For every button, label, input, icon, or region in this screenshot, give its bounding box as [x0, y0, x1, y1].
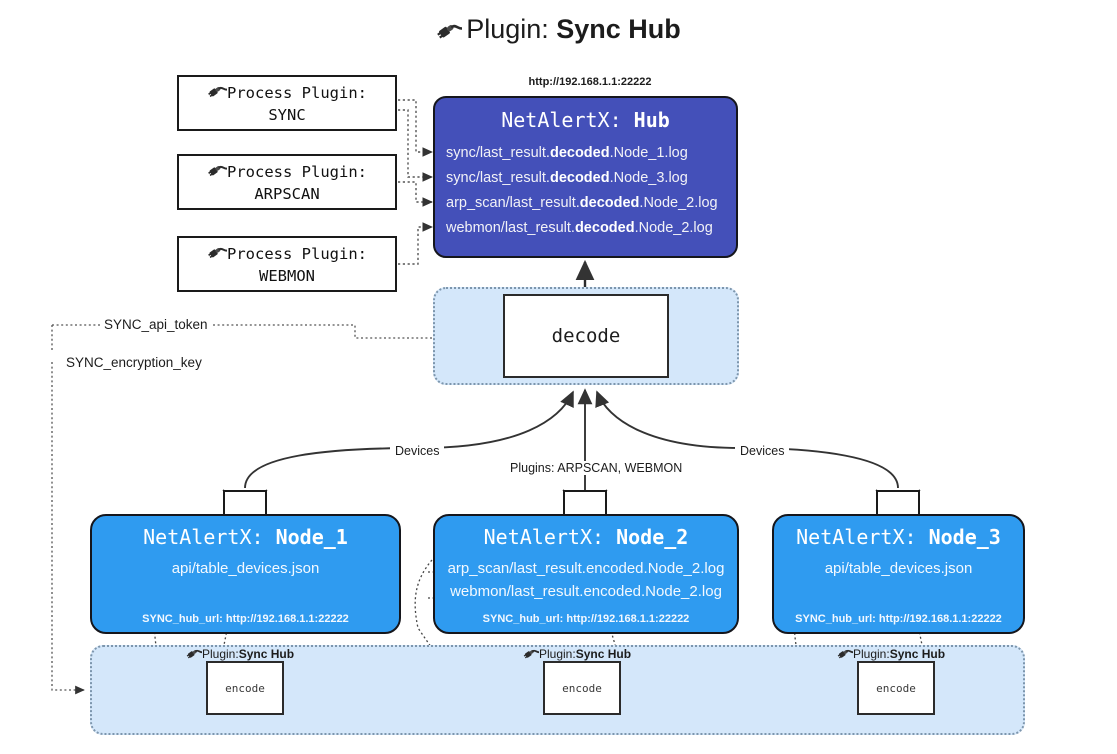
hub-log-line: sync/last_result.decoded.Node_1.log	[435, 141, 736, 166]
node-line: arp_scan/last_result.encoded.Node_2.log	[447, 560, 725, 577]
encoder-caption-3: Plugin: Sync Hub	[837, 645, 945, 663]
node-title: NetAlertX: Node_3	[774, 525, 1023, 549]
process-plugin-label: Process Plugin:	[227, 244, 367, 263]
sync-encryption-key-label: SYNC_encryption_key	[62, 355, 206, 370]
hub-node[interactable]: NetAlertX: Hub sync/last_result.decoded.…	[433, 96, 738, 258]
encoder-caption-2: Plugin: Sync Hub	[523, 645, 631, 663]
process-plugin-name: WEBMON	[259, 266, 315, 285]
hub-log-line: sync/last_result.decoded.Node_3.log	[435, 166, 736, 191]
sync-api-token-label: SYNC_api_token	[100, 317, 212, 332]
encoder-caption-name: Sync Hub	[889, 647, 946, 661]
plug-icon	[186, 645, 203, 663]
page-title-name: Sync Hub	[556, 14, 681, 44]
plug-icon	[207, 160, 228, 183]
node-title-prefix: NetAlertX:	[483, 525, 617, 549]
log-post: .Node_2.log	[634, 219, 713, 236]
page-title-prefix: Plugin:	[466, 14, 557, 44]
page-title: Plugin: Sync Hub	[0, 14, 1117, 48]
node-3[interactable]: NetAlertX: Node_3 api/table_devices.json…	[772, 514, 1025, 634]
plug-icon	[436, 17, 464, 48]
decode-box[interactable]: decode	[503, 294, 669, 378]
log-mid: decoded	[579, 194, 640, 211]
node-title-name: Node_1	[275, 525, 348, 549]
node-title-prefix: NetAlertX:	[143, 525, 276, 549]
process-plugin-label: Process Plugin:	[227, 162, 367, 181]
encoder-caption-prefix: Plugin:	[539, 647, 576, 661]
encode-box-3[interactable]: encode	[857, 661, 935, 715]
hub-title: NetAlertX: Hub	[435, 108, 736, 132]
plug-icon	[837, 645, 854, 663]
log-post: .Node_1.log	[609, 145, 688, 161]
process-plugin-sync-box[interactable]: Process Plugin: SYNC	[177, 75, 397, 131]
plug-icon	[207, 242, 228, 265]
hub-log-line: arp_scan/last_result.decoded.Node_2.log	[435, 191, 736, 216]
node-line: api/table_devices.json	[824, 560, 973, 577]
node-title: NetAlertX: Node_2	[435, 525, 737, 549]
process-plugin-label: Process Plugin:	[227, 83, 367, 102]
process-plugin-name: ARPSCAN	[254, 184, 320, 203]
encode-box-1[interactable]: encode	[206, 661, 284, 715]
hub-log-line: webmon/last_result.decoded.Node_2.log	[435, 216, 736, 241]
hub-url-label: http://192.168.1.1:22222	[528, 76, 652, 88]
node-footer: SYNC_hub_url: http://192.168.1.1:22222	[482, 613, 690, 625]
plugins-label-center: Plugins: ARPSCAN, WEBMON	[505, 461, 688, 475]
node-title: NetAlertX: Node_1	[92, 525, 399, 549]
log-mid: decoded	[549, 169, 610, 186]
devices-label-right: Devices	[735, 444, 790, 458]
node-title-name: Node_3	[928, 525, 1001, 549]
plug-icon	[523, 645, 540, 663]
log-pre: webmon/last_result.	[446, 219, 575, 236]
log-post: .Node_2.log	[639, 194, 718, 211]
plug-icon	[207, 81, 228, 104]
log-pre: arp_scan/last_result.	[446, 194, 580, 211]
node-line: webmon/last_result.encoded.Node_2.log	[450, 583, 722, 601]
log-mid: decoded	[574, 219, 635, 236]
node-footer: SYNC_hub_url: http://192.168.1.1:22222	[795, 613, 1002, 625]
node-2[interactable]: NetAlertX: Node_2 arp_scan/last_result.e…	[433, 514, 739, 634]
process-plugin-webmon-box[interactable]: Process Plugin: WEBMON	[177, 236, 397, 292]
log-pre: sync/last_result.	[446, 169, 550, 186]
hub-title-prefix: NetAlertX:	[501, 108, 634, 132]
node-footer: SYNC_hub_url: http://192.168.1.1:22222	[142, 613, 349, 625]
hub-title-name: Hub	[633, 108, 670, 132]
node-line: api/table_devices.json	[171, 560, 320, 577]
encoder-caption-name: Sync Hub	[238, 647, 295, 661]
log-mid: decoded	[549, 145, 610, 161]
process-plugin-arpscan-box[interactable]: Process Plugin: ARPSCAN	[177, 154, 397, 210]
encode-box-2[interactable]: encode	[543, 661, 621, 715]
log-pre: sync/last_result.	[446, 145, 550, 161]
encoder-caption-prefix: Plugin:	[853, 647, 890, 661]
log-post: .Node_3.log	[609, 169, 688, 186]
encoder-caption-prefix: Plugin:	[202, 647, 239, 661]
node-1[interactable]: NetAlertX: Node_1 api/table_devices.json…	[90, 514, 401, 634]
devices-label-left: Devices	[390, 444, 445, 458]
encoder-caption-1: Plugin: Sync Hub	[186, 645, 294, 663]
process-plugin-name: SYNC	[268, 105, 306, 124]
node-title-name: Node_2	[616, 525, 689, 549]
encoder-caption-name: Sync Hub	[575, 647, 632, 661]
node-title-prefix: NetAlertX:	[796, 525, 929, 549]
